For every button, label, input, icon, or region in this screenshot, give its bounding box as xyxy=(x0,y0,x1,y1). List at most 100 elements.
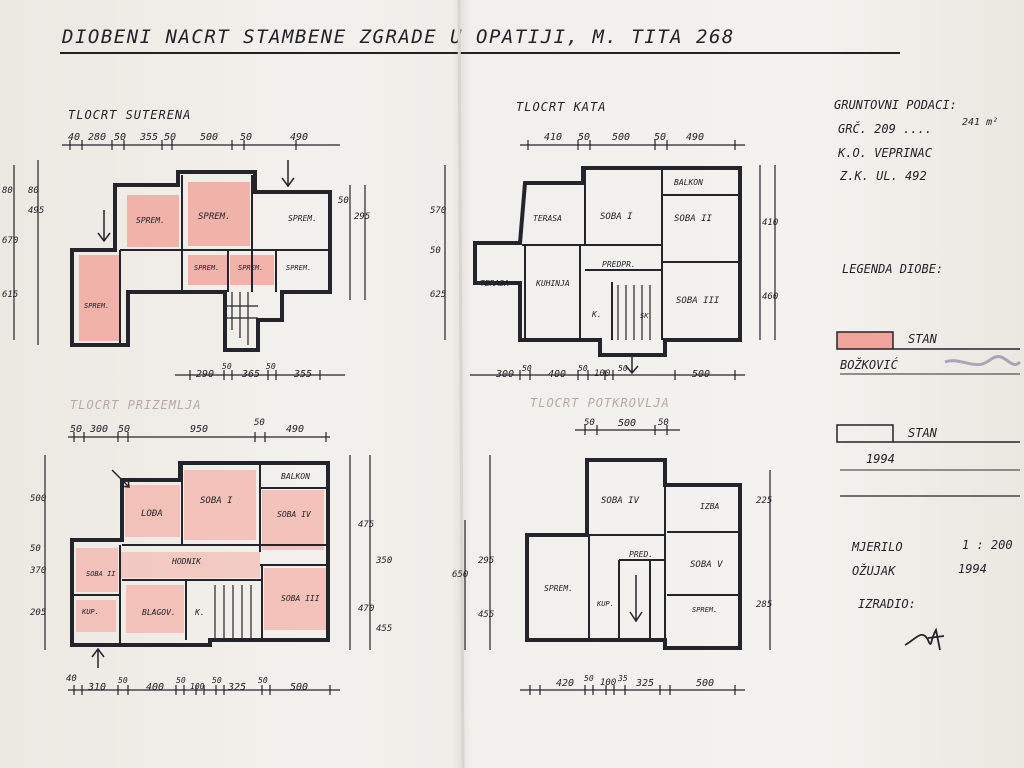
attic-plan xyxy=(464,425,771,695)
room-label: SOBA V xyxy=(690,560,723,570)
date-label: OŽUJAK xyxy=(852,564,896,578)
room-label: SPREM. xyxy=(544,584,573,593)
dim-label: 50 xyxy=(578,132,591,143)
registry-deed: Z.K. UL. 492 xyxy=(840,169,927,183)
ground-stan-fill xyxy=(262,490,324,550)
ground-stair xyxy=(214,585,252,640)
author-signature xyxy=(904,627,945,651)
room-label: SOBA III xyxy=(281,594,320,603)
dim-label: 205 xyxy=(30,608,47,618)
floor-stair xyxy=(617,285,651,340)
floor-plan xyxy=(444,140,776,380)
room-label: PREDPR. xyxy=(602,260,636,269)
dim-label: 100 xyxy=(190,682,205,691)
dim-label: 350 xyxy=(376,556,393,566)
room-label: SPREM. xyxy=(288,214,317,223)
dim-label: 310 xyxy=(88,682,107,693)
room-label: BALKON xyxy=(281,472,310,481)
room-label: HODNIK xyxy=(172,557,201,566)
legend-item2-label: STAN xyxy=(908,426,937,440)
dim-label: 100 xyxy=(600,678,617,688)
dim-label: 50 xyxy=(522,364,532,373)
dim-label: 50 xyxy=(266,362,276,371)
dim-label: 295 xyxy=(478,556,495,566)
dim-ticks xyxy=(69,140,297,150)
dim-label: 295 xyxy=(354,212,371,222)
dim-label: 35 xyxy=(618,674,628,683)
dim-label: 500 xyxy=(290,682,309,693)
dim-ticks xyxy=(519,370,736,380)
dim-label: 370 xyxy=(30,566,47,576)
dim-label: 50 xyxy=(176,676,186,685)
scale-value: 1 : 200 xyxy=(962,538,1013,552)
room-label: SPREM. xyxy=(286,264,312,272)
basement-stan-fill xyxy=(79,255,119,341)
dim-ticks xyxy=(73,685,331,695)
dim-label: 400 xyxy=(548,369,567,380)
room-label: SOBA II xyxy=(86,570,116,578)
dim-label: 950 xyxy=(190,424,209,435)
room-label: BLAGOV. xyxy=(142,608,176,617)
dim-label: 50 xyxy=(114,132,127,143)
ground-outer-wall xyxy=(70,461,330,647)
dim-label: 470 xyxy=(358,604,375,614)
dim-label: 50 xyxy=(658,418,669,428)
basement-stan-fill xyxy=(188,255,228,285)
dim-label: 325 xyxy=(228,682,247,693)
dim-label: 490 xyxy=(290,132,309,143)
dim-label: 500 xyxy=(612,132,631,143)
dim-label: 410 xyxy=(762,218,779,228)
ground-stan-fill xyxy=(120,552,260,578)
dim-label: 50 xyxy=(338,196,349,206)
dim-label: 300 xyxy=(496,369,515,380)
dim-label: 50 xyxy=(222,362,232,371)
room-label: PRED. xyxy=(629,550,654,559)
registry-municipality: K.O. VEPRINAC xyxy=(838,146,932,160)
dim-label: 490 xyxy=(686,132,705,143)
room-label: SOBA IV xyxy=(277,510,311,519)
legend-swatch-stan-2 xyxy=(836,424,894,443)
dim-label: 50 xyxy=(70,424,83,435)
dim-label: 50 xyxy=(118,424,131,435)
room-label: KUP. xyxy=(82,608,99,616)
dim-label: 500 xyxy=(692,369,711,380)
section-title-basement: TLOCRT SUTERENA xyxy=(68,108,192,122)
legend-swatch-stan xyxy=(836,331,894,350)
scale-label: MJERILO xyxy=(852,540,903,554)
room-label: K. xyxy=(592,310,602,319)
dim-label: 460 xyxy=(762,292,779,302)
floor-outer-wall xyxy=(473,166,742,357)
dim-ticks xyxy=(584,425,668,435)
ground-stan-fill xyxy=(126,585,184,633)
redaction-scribble xyxy=(944,355,1022,367)
dim-label: 300 xyxy=(90,424,109,435)
room-label: TERASA xyxy=(533,214,562,223)
dim-label: 80 xyxy=(2,186,13,196)
registry-heading: GRUNTOVNI PODACI: xyxy=(834,98,957,112)
basement-plan xyxy=(13,140,366,380)
room-label: SPREM. xyxy=(198,212,231,222)
ground-stan-fill xyxy=(184,470,256,540)
ground-stan-fill xyxy=(76,548,118,592)
registry-parcel: GRČ. 209 .... xyxy=(838,122,932,136)
dim-label: 50 xyxy=(584,674,594,683)
dim-label: 280 xyxy=(88,132,107,143)
room-label: LOĐA xyxy=(141,509,163,519)
dim-label: 325 xyxy=(636,678,655,689)
legend-graphics xyxy=(836,331,1022,651)
dim-label: 650 xyxy=(452,570,469,580)
room-label: IZBA xyxy=(700,502,720,511)
room-label: SPREM. xyxy=(194,264,220,272)
room-label: KUHINJA xyxy=(536,279,570,288)
section-title-floor: TLOCRT KATA xyxy=(516,100,607,114)
dim-label: 495 xyxy=(28,206,45,216)
dim-label: 50 xyxy=(254,418,265,428)
room-label: SPREM. xyxy=(136,216,165,225)
dim-label: 400 xyxy=(146,682,165,693)
dim-label: 50 xyxy=(258,676,268,685)
room-label: SPREM. xyxy=(692,606,718,614)
attic-stair-arrow xyxy=(629,575,643,623)
dim-label: 100 xyxy=(594,369,611,379)
dim-label: 225 xyxy=(756,496,773,506)
